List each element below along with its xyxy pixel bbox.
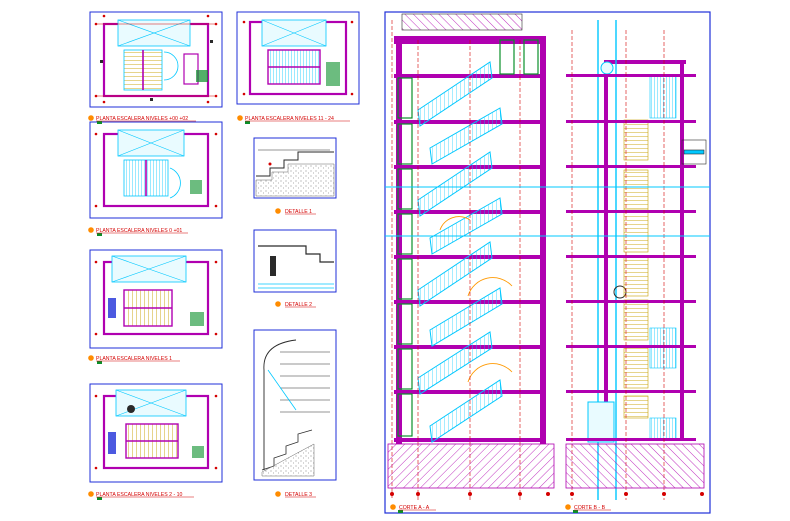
title-detail-2: DETALLE 2 (275, 301, 316, 308)
detail-3 (253, 329, 337, 481)
title-section-b: CORTE B - B (565, 504, 611, 513)
svg-text:PLANTA ESCALERA NIVELES 1: PLANTA ESCALERA NIVELES 1 (96, 356, 172, 362)
detail-1 (253, 137, 337, 199)
svg-text:DETALLE 3: DETALLE 3 (285, 492, 312, 498)
svg-text:CORTE A - A: CORTE A - A (399, 505, 430, 511)
title-section-a: CORTE A - A (390, 504, 436, 513)
svg-text:PLANTA ESCALERA NIVELES 0 +01: PLANTA ESCALERA NIVELES 0 +01 (96, 228, 182, 234)
title-detail-3: DETALLE 3 (275, 491, 316, 498)
titles: PLANTA ESCALERA NIVELES +00 +02 PLANTA E… (88, 115, 611, 513)
svg-text:DETALLE 2: DETALLE 2 (285, 302, 312, 308)
title-detail-1: DETALLE 1 (275, 208, 316, 215)
plan-2 (236, 11, 360, 105)
title-plan-4: PLANTA ESCALERA NIVELES 1 (88, 355, 180, 364)
svg-text:DETALLE 1: DETALLE 1 (285, 209, 312, 215)
title-plan-1: PLANTA ESCALERA NIVELES +00 +02 (88, 115, 196, 124)
plan-3 (89, 121, 223, 219)
sections (384, 11, 711, 514)
svg-text:PLANTA ESCALERA NIVELES 2 - 10: PLANTA ESCALERA NIVELES 2 - 10 (96, 492, 183, 498)
section-b-b (565, 20, 707, 500)
svg-text:CORTE B - B: CORTE B - B (574, 505, 606, 511)
title-plan-3: PLANTA ESCALERA NIVELES 0 +01 (88, 227, 188, 236)
plan-1 (89, 11, 223, 108)
svg-text:PLANTA ESCALERA NIVELES 11 - 2: PLANTA ESCALERA NIVELES 11 - 24 (245, 116, 334, 122)
title-plan-2: PLANTA ESCALERA NIVELES 11 - 24 (237, 115, 350, 124)
section-a-a (387, 13, 555, 500)
plan-4 (89, 249, 223, 349)
title-plan-5: PLANTA ESCALERA NIVELES 2 - 10 (88, 491, 194, 500)
svg-text:PLANTA ESCALERA NIVELES +00 +0: PLANTA ESCALERA NIVELES +00 +02 (96, 116, 188, 122)
plans (89, 11, 360, 483)
detail-2 (253, 229, 337, 293)
details (253, 137, 337, 481)
plan-5 (89, 383, 223, 483)
